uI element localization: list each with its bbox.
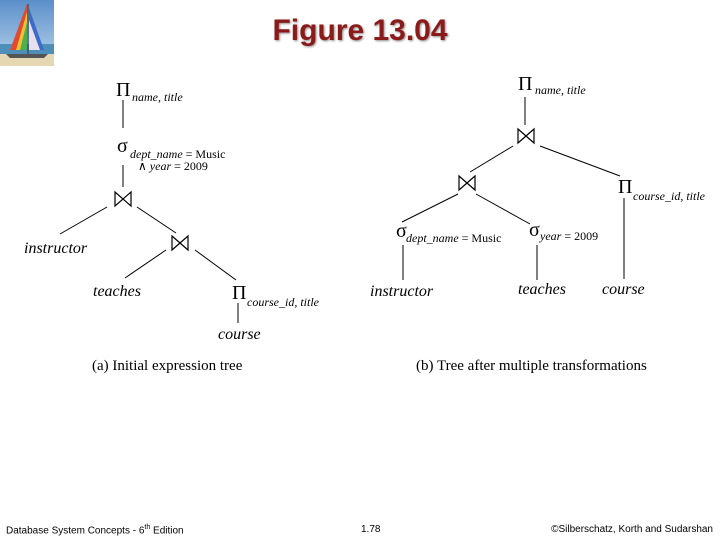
tree-b-project2-symbol: Π [618,176,632,198]
tree-b-select2-label: year = 2009 [539,229,598,243]
footer-book-prefix: Database System Concepts - 6 [6,525,144,536]
tree-a-join-icon [115,192,131,206]
tree-b-project-attrs: name, title [535,83,586,97]
footer-book-suffix: Edition [150,525,183,536]
tree-a-project-symbol: Π [116,79,130,101]
tree-a-project2-symbol: Π [232,282,246,304]
tree-a-instructor: instructor [24,240,88,257]
tree-a-select-attr2: year [149,159,172,173]
footer-book-title: Database System Concepts - 6th Edition [6,524,184,536]
tree-a: Π name, title σ dept_name = Music ∧year … [24,79,320,343]
tree-b-join-icon [518,129,534,143]
tree-a-project-attrs: name, title [132,90,183,104]
tree-a-course: course [218,326,261,343]
tree-b-select1-val: = Music [459,231,502,245]
caption-a: (a) Initial expression tree [92,358,242,375]
footer-page-number: 1.78 [361,524,380,535]
tree-a-teaches: teaches [93,283,141,300]
tree-b-select1-attr: dept_name [406,231,459,245]
tree-a-and-symbol: ∧ [138,159,147,173]
tree-b-project-symbol: Π [518,73,532,95]
tree-a-project2-attrs: course_id, title [247,295,320,309]
tree-a-edges [60,100,238,323]
footer-copyright: ©Silberschatz, Korth and Sudarshan [551,524,713,535]
tree-b-select1-label: dept_name = Music [406,231,501,245]
tree-a-select-val2: = 2009 [171,159,208,173]
tree-b-project2-attrs: course_id, title [633,189,706,203]
tree-b-select2-val: = 2009 [561,229,598,243]
tree-b: Π name, title Π course_id, title σ dept_… [370,73,706,300]
tree-a-join2-icon [172,236,188,250]
tree-a-select-line2: ∧year = 2009 [138,159,208,173]
caption-b: (b) Tree after multiple transformations [416,358,647,375]
tree-b-course: course [602,281,645,298]
tree-b-join2-icon [459,176,475,190]
tree-b-edges [402,97,624,280]
tree-b-select2-attr: year [539,229,562,243]
tree-b-select2-symbol: σ [529,219,540,241]
tree-a-select-symbol: σ [117,135,128,157]
tree-b-instructor: instructor [370,283,434,300]
tree-b-teaches: teaches [518,281,566,298]
